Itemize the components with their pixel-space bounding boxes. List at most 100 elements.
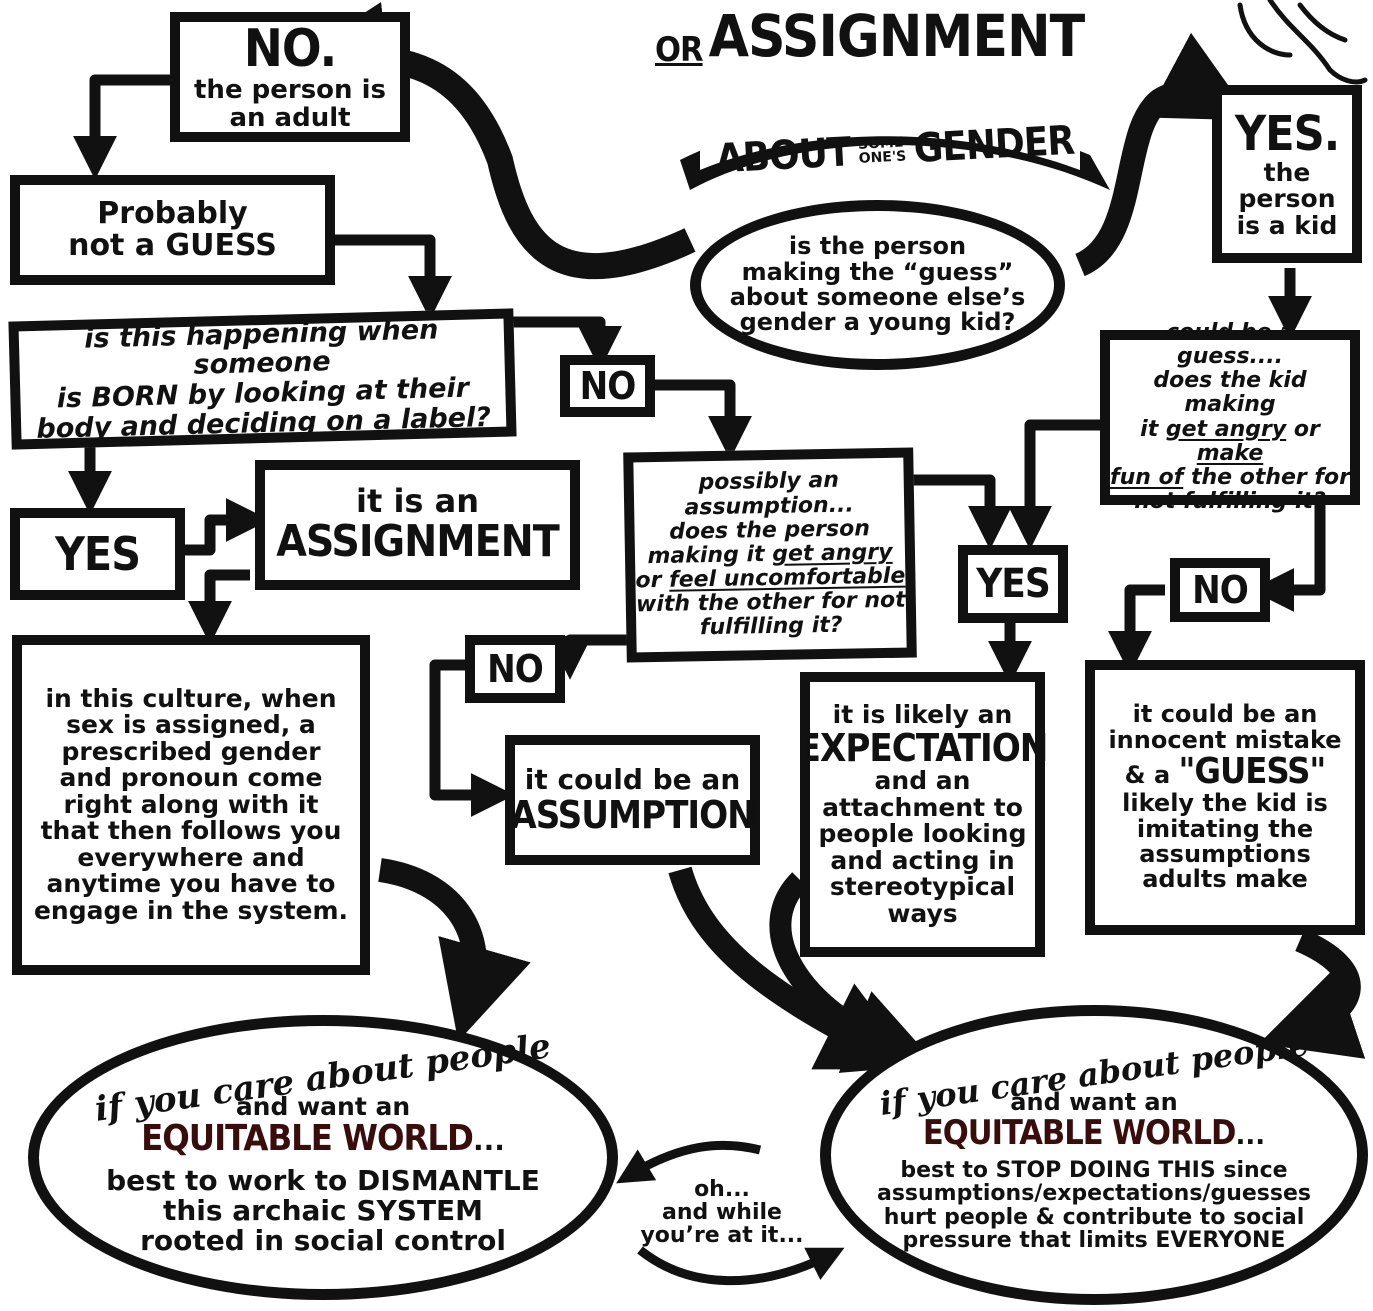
- arrow-no-to-assumption: [429, 659, 515, 817]
- right-body: hurt people & contribute to social: [883, 1204, 1305, 1230]
- culture-line: engage in the system.: [33, 895, 349, 925]
- yes-kid-box: YES. the person is a kid: [1212, 85, 1362, 263]
- arrow-born-to-no: [510, 316, 622, 370]
- mistake-guess: "GUESS": [1178, 750, 1327, 792]
- yes-kid-line: is a kid: [1236, 210, 1338, 240]
- kid-guess-l3u: get angry: [1165, 416, 1287, 442]
- culture-box: in this culture, when sex is assigned, a…: [12, 635, 370, 975]
- born-question-box: is this happening when someone is BORN b…: [8, 308, 517, 450]
- possibly-line: possibly an: [698, 468, 840, 496]
- probably-line: not a GUESS: [68, 228, 277, 263]
- arrow-no-to-possibly: [650, 379, 752, 460]
- middle-line: you’re at it...: [640, 1223, 804, 1249]
- arrow-no-to-mistake: [1108, 584, 1165, 675]
- mistake-line: innocent mistake: [1108, 725, 1342, 754]
- kid-guess-l3u2: make: [1196, 440, 1264, 466]
- yes-label-born: YES: [10, 508, 185, 600]
- title: OR ASSIGNMENT: [655, 0, 1095, 70]
- possibly-line: fulfilling it?: [699, 613, 843, 641]
- start-line: gender a young kid?: [739, 308, 1016, 337]
- mistake-line: adults make: [1142, 865, 1308, 894]
- arrow-probably-to-born: [330, 234, 452, 320]
- probably-line: Probably: [97, 196, 248, 232]
- culture-line: anytime you have to: [46, 869, 336, 899]
- hand-doodle: [1237, 0, 1368, 85]
- right-conclusion-oval: if you care about people and want an EQU…: [820, 1005, 1368, 1305]
- arrow-middle-to-left: [616, 1140, 762, 1184]
- right-want: and want an: [1010, 1087, 1178, 1116]
- mistake-l3a: & a: [1124, 760, 1179, 789]
- yes-kid-line: the: [1263, 157, 1311, 187]
- possibly-l4a: making it: [647, 541, 773, 570]
- left-body: rooted in social control: [140, 1223, 506, 1257]
- right-body: pressure that limits EVERYONE: [902, 1228, 1286, 1253]
- arrow-start-to-yes-kid: [1074, 32, 1254, 277]
- kid-guess-line: could be a guess....: [1166, 319, 1294, 369]
- arrow-possibly-to-no: [548, 634, 640, 680]
- no-adult-head: NO.: [243, 18, 338, 79]
- culture-line: and pronoun come: [59, 763, 323, 793]
- left-conclusion-oval: if you care about people and want an EQU…: [28, 1015, 618, 1300]
- assignment-box: it is an ASSIGNMENT: [255, 460, 580, 590]
- assumption-line: it could be an: [524, 763, 741, 797]
- arrow-kid-to-yes: [1008, 419, 1115, 550]
- arrow-mistake-to-right-oval: [1259, 928, 1366, 1059]
- left-body: best to work to DISMANTLE: [106, 1164, 540, 1198]
- middle-line: oh...: [694, 1176, 750, 1202]
- expectation-line: stereotypical: [829, 872, 1016, 902]
- culture-line: everywhere and: [77, 842, 305, 872]
- assignment-line: it is an: [356, 481, 479, 520]
- banner-ones: ONE'S: [858, 148, 907, 167]
- expectation-line: people looking: [818, 819, 1027, 849]
- kid-guess-line: fun of the other for: [1110, 464, 1350, 490]
- banner-about: ABOUT: [714, 129, 852, 183]
- possibly-l4u: get angry: [771, 539, 893, 567]
- no-label-text: NO: [1192, 567, 1249, 612]
- middle-note: oh... and while you’re at it...: [632, 1165, 812, 1260]
- kid-guess-line: not fulfilling it?: [1134, 489, 1326, 515]
- no-label-text: NO: [487, 646, 544, 691]
- yes-label-middle: YES: [958, 545, 1068, 623]
- left-ellipsis: ...: [472, 1124, 505, 1158]
- arrow-assignment-to-culture: [188, 569, 250, 645]
- arrow-kid-guess-to-no: [1250, 505, 1326, 612]
- left-want: and want an: [235, 1091, 411, 1121]
- left-equitable: EQUITABLE WORLD: [141, 1118, 474, 1160]
- possibly-assumption-box: possibly an assumption... does the perso…: [623, 447, 917, 663]
- no-label-right: NO: [1170, 558, 1270, 622]
- arrow-expectation-to-right-oval: [769, 872, 937, 1073]
- arrow-culture-to-left-oval: [378, 858, 531, 1042]
- culture-line: that then follows you: [40, 816, 342, 846]
- culture-line: in this culture, when: [45, 683, 337, 713]
- assignment-big: ASSIGNMENT: [276, 515, 560, 567]
- possibly-l5a: or: [635, 567, 670, 594]
- arrow-possibly-to-yes: [910, 474, 1012, 550]
- right-ellipsis: ...: [1235, 1121, 1266, 1152]
- right-body: best to STOP DOING THIS since: [900, 1158, 1288, 1184]
- culture-line: sex is assigned, a: [66, 710, 316, 740]
- no-adult-line: an adult: [229, 102, 351, 133]
- expectation-line: attachment to: [822, 792, 1023, 822]
- kid-guess-l4u: fun of: [1110, 464, 1184, 490]
- culture-line: right along with it: [63, 789, 319, 819]
- assumption-big: ASSUMPTION: [510, 792, 756, 837]
- ribbon-banner: [680, 112, 1110, 190]
- no-adult-box: NO. the person is an adult: [170, 12, 410, 142]
- start-line: making the “guess”: [741, 257, 1014, 286]
- kid-guess-box: could be a guess.... does the kid making…: [1100, 320, 1360, 514]
- banner-gender: GENDER: [912, 117, 1076, 172]
- yes-label-text: YES: [54, 526, 141, 581]
- banner-someones: SOME ONE'S: [858, 135, 907, 167]
- mistake-line: & a "GUESS": [1124, 750, 1327, 792]
- left-equitable-line: EQUITABLE WORLD...: [141, 1120, 505, 1158]
- mistake-line: it could be an: [1132, 700, 1318, 729]
- yes-kid-head: YES.: [1234, 105, 1340, 162]
- right-equitable-line: EQUITABLE WORLD...: [923, 1115, 1265, 1151]
- right-body: assumptions/expectations/guesses: [876, 1181, 1312, 1207]
- expectation-line: and acting in: [830, 845, 1015, 875]
- kid-guess-line: does the kid making: [1153, 368, 1307, 418]
- left-body: this archaic SYSTEM: [162, 1194, 484, 1227]
- no-adult-line: the person is: [194, 75, 386, 106]
- kid-guess-l3b: or: [1286, 416, 1320, 442]
